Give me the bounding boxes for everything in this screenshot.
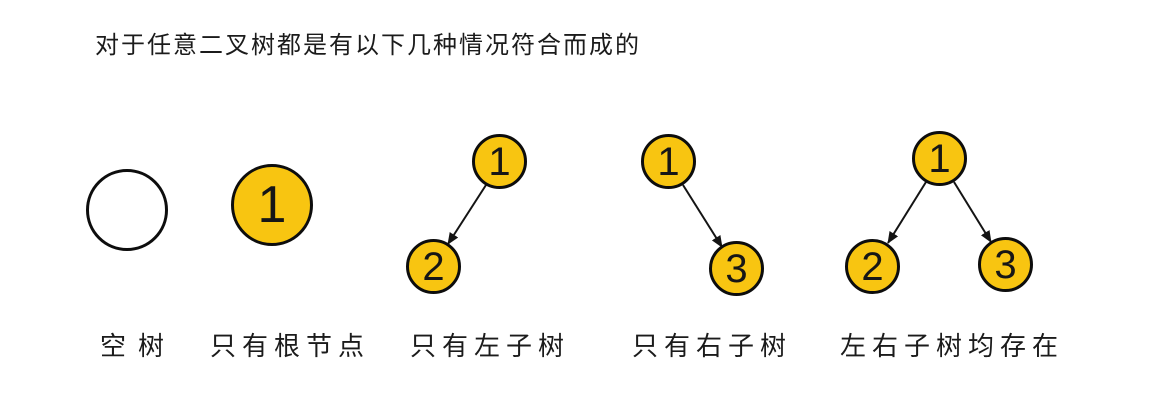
root-only-node-1: 1 xyxy=(231,164,313,246)
node-value: 1 xyxy=(257,176,287,234)
label-empty-tree: 空树 xyxy=(99,332,177,361)
both-right-edge xyxy=(953,181,992,243)
node-value: 1 xyxy=(488,139,511,184)
diagram-title: 对于任意二叉树都是有以下几种情况符合而成的 xyxy=(95,33,641,59)
node-value: 2 xyxy=(422,244,445,289)
label-both-subtrees: 左右子树均存在 xyxy=(839,332,1065,361)
node-value: 3 xyxy=(994,242,1017,287)
both-node-1: 1 xyxy=(912,131,967,186)
node-value: 2 xyxy=(861,244,884,289)
right-only-node-3: 3 xyxy=(709,241,764,296)
node-value: 1 xyxy=(657,139,680,184)
label-root-only: 只有根节点 xyxy=(209,332,371,361)
node-value: 1 xyxy=(928,136,951,181)
right-only-node-1: 1 xyxy=(641,134,696,189)
both-node-2: 2 xyxy=(845,239,900,294)
empty-tree-circle xyxy=(86,169,168,251)
right-only-edge xyxy=(682,184,723,248)
label-right-subtree-only: 只有右子树 xyxy=(631,332,793,361)
label-left-subtree-only: 只有左子树 xyxy=(409,332,571,361)
left-only-node-1: 1 xyxy=(472,134,527,189)
node-value: 3 xyxy=(725,246,748,291)
left-only-node-2: 2 xyxy=(406,239,461,294)
both-left-edge xyxy=(887,181,927,244)
left-only-edge xyxy=(447,184,487,245)
both-node-3: 3 xyxy=(978,237,1033,292)
